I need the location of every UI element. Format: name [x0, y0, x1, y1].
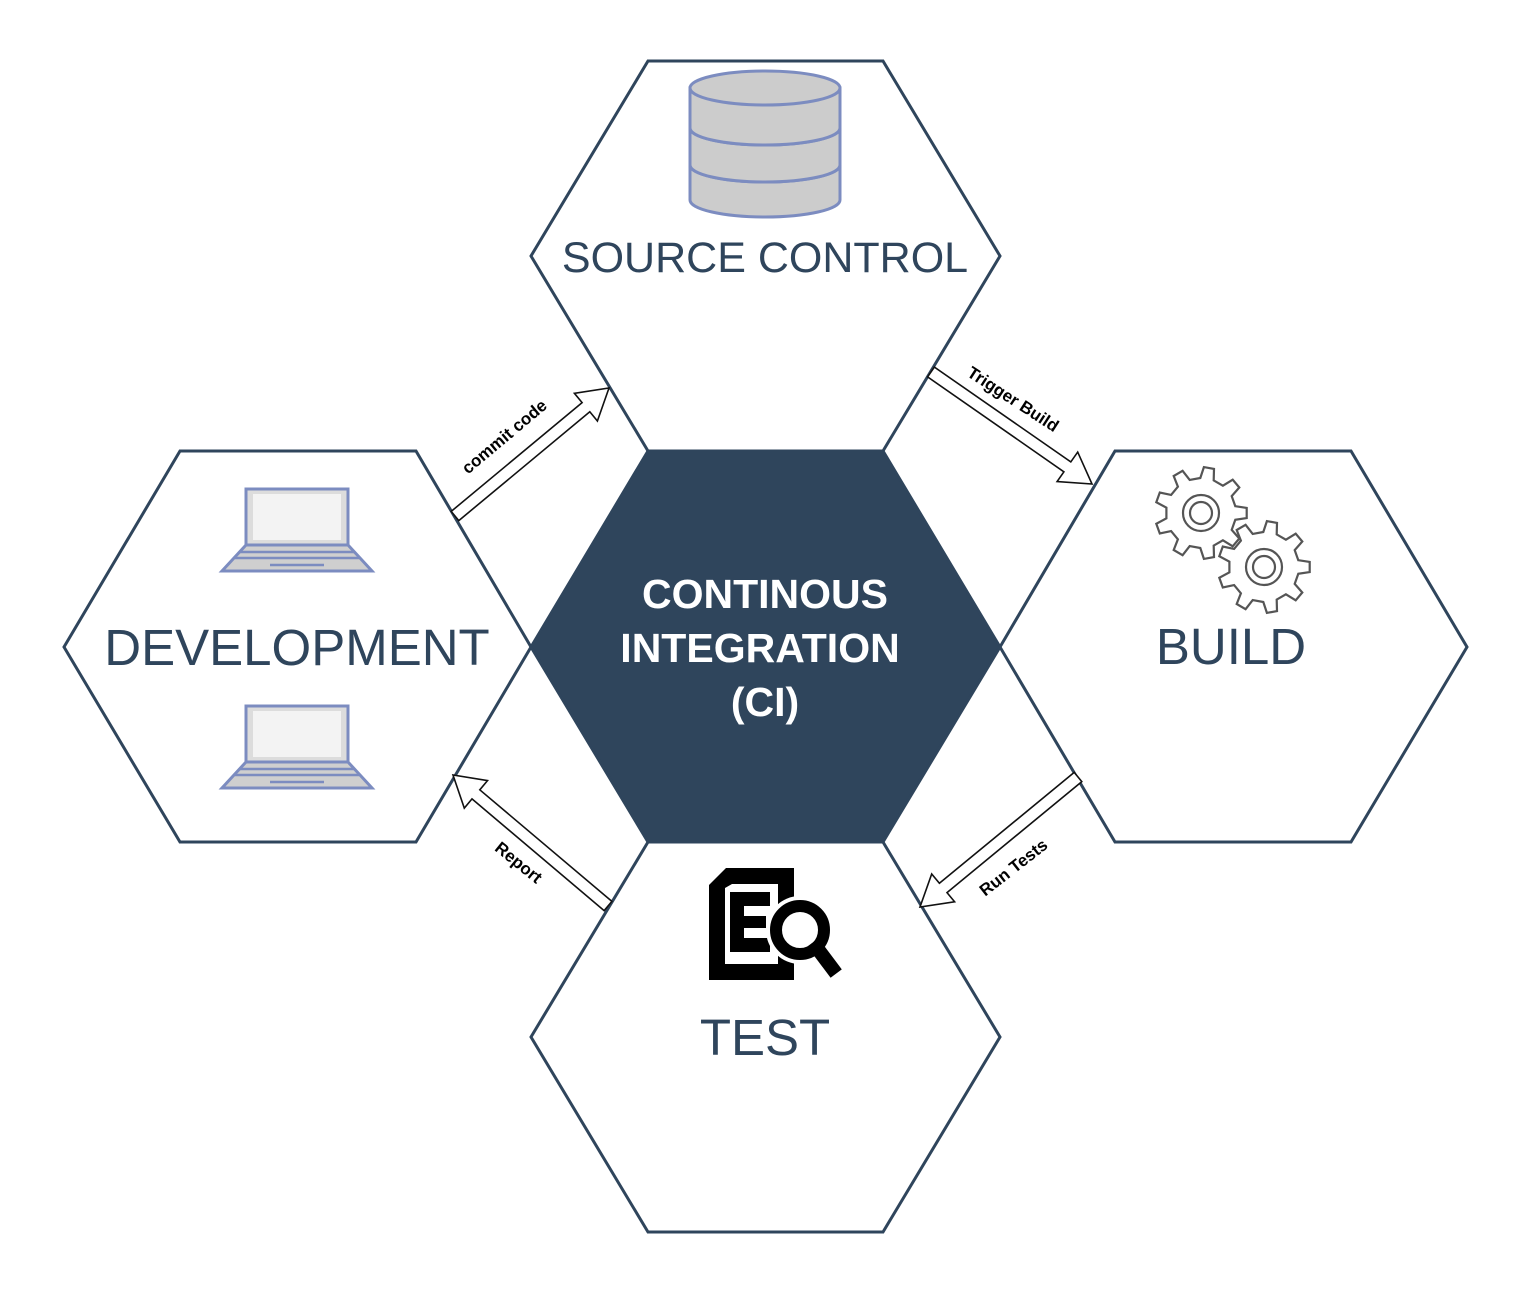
laptop-icon — [218, 487, 376, 573]
center-label-line-2: INTEGRATION — [620, 625, 899, 671]
source-control-label: SOURCE CONTROL — [562, 234, 968, 282]
commit-code-label: commit code — [458, 396, 551, 478]
run-tests-arrow — [918, 771, 1083, 908]
ci-center-hexagon — [529, 449, 1002, 844]
document-search-icon — [709, 868, 842, 980]
gear-icon — [1154, 465, 1248, 561]
trigger-build-arrow — [926, 365, 1094, 485]
center-label-line-1: CONTINOUS — [642, 571, 888, 617]
laptop-icon — [218, 704, 376, 790]
development-label: DEVELOPMENT — [104, 619, 489, 676]
commit-code-arrow — [450, 387, 611, 522]
database-icon — [688, 69, 842, 219]
gear-icon — [1217, 519, 1311, 615]
arrows — [450, 365, 1094, 912]
gears-icon — [1154, 465, 1311, 615]
center-label-line-3: (CI) — [731, 679, 799, 725]
report-arrow — [451, 773, 614, 912]
development-hexagon — [62, 449, 533, 844]
build-label: BUILD — [1156, 618, 1306, 675]
test-label: TEST — [700, 1009, 830, 1066]
ci-center-label: CONTINOUS INTEGRATION (CI) — [620, 571, 899, 725]
